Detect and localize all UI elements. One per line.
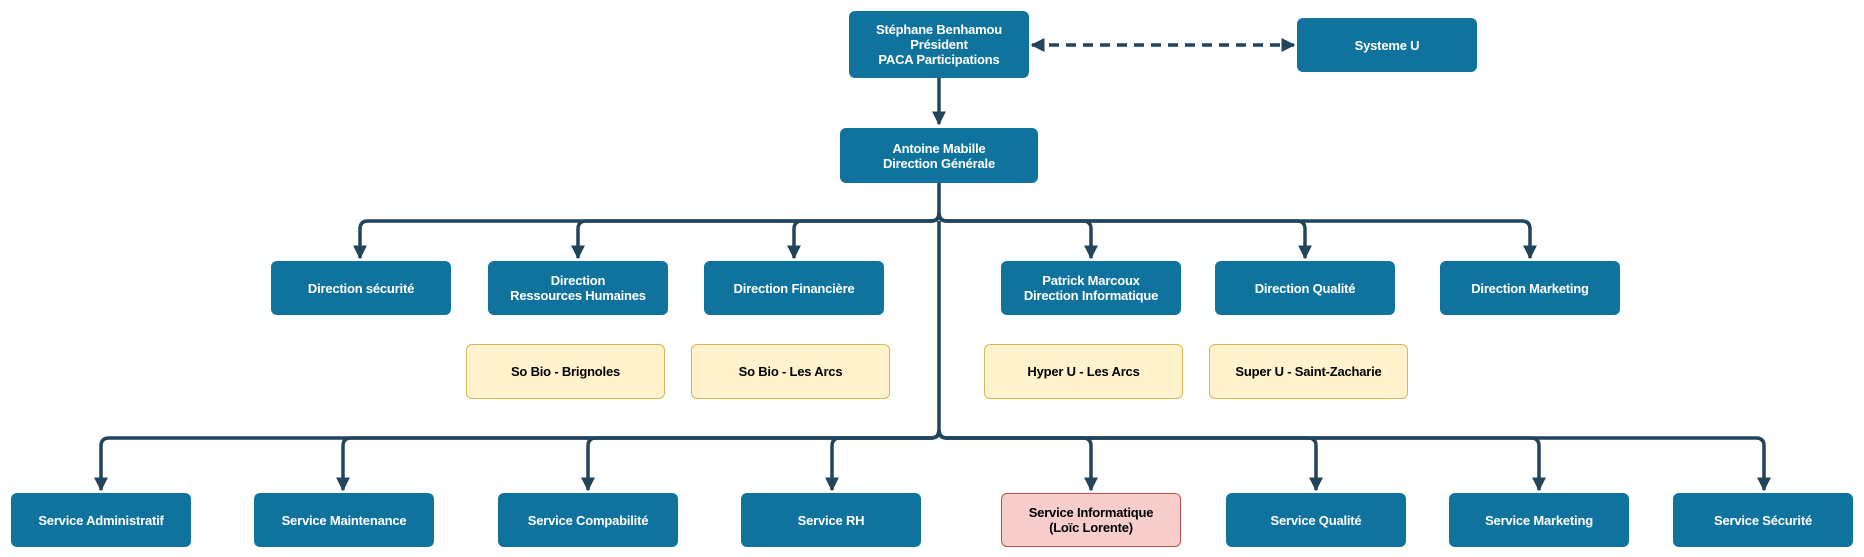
- direction-qualite-label: Direction Qualité: [1254, 280, 1356, 296]
- direction-marketing-label: Direction Marketing: [1471, 280, 1589, 296]
- service-informatique-label: Service Informatique: [1028, 505, 1154, 520]
- store-super-u-saint-zacharie-node[interactable]: Super U - Saint-Zacharie: [1209, 344, 1408, 399]
- service-comptabilite-label: Service Compabilité: [527, 512, 649, 528]
- systeme-u-label: Systeme U: [1354, 37, 1420, 53]
- store-label: Hyper U - Les Arcs: [1027, 364, 1140, 379]
- store-label: So Bio - Brignoles: [510, 364, 621, 379]
- direction-rh-line2: Ressources Humaines: [510, 288, 646, 303]
- president-company: PACA Participations: [878, 52, 1000, 67]
- general-to-direction-financiere: [787, 212, 941, 260]
- store-so-bio-les-arcs-node[interactable]: So Bio - Les Arcs: [691, 344, 890, 399]
- service-marketing-node[interactable]: Service Marketing: [1449, 493, 1629, 547]
- general-to-service-rh: [825, 429, 941, 492]
- systeme-u-node[interactable]: Systeme U: [1297, 18, 1477, 72]
- service-informatique-person: (Loïc Lorente): [1049, 520, 1133, 535]
- direction-rh-node[interactable]: Direction Ressources Humaines: [488, 261, 668, 315]
- service-maintenance-node[interactable]: Service Maintenance: [254, 493, 434, 547]
- general-to-direction-marketing: [937, 212, 1537, 260]
- store-label: So Bio - Les Arcs: [738, 364, 843, 379]
- direction-informatique-node[interactable]: Patrick Marcoux Direction Informatique: [1001, 261, 1181, 315]
- general-direction-name: Antoine Mabille: [892, 140, 986, 156]
- general-direction-node[interactable]: Antoine Mabille Direction Générale: [840, 128, 1038, 183]
- direction-financiere-node[interactable]: Direction Financière: [704, 261, 884, 315]
- direction-securite-label: Direction sécurité: [307, 280, 415, 296]
- direction-informatique-name: Patrick Marcoux: [1042, 273, 1140, 288]
- president-name: Stéphane Benhamou: [876, 22, 1002, 37]
- president-node[interactable]: Stéphane Benhamou Président PACA Partici…: [849, 11, 1029, 78]
- service-comptabilite-node[interactable]: Service Compabilité: [498, 493, 678, 547]
- direction-informatique-title: Direction Informatique: [1023, 288, 1159, 303]
- store-hyper-u-les-arcs-node[interactable]: Hyper U - Les Arcs: [984, 344, 1183, 399]
- direction-qualite-node[interactable]: Direction Qualité: [1215, 261, 1395, 315]
- service-qualite-node[interactable]: Service Qualité: [1226, 493, 1406, 547]
- service-securite-node[interactable]: Service Sécurité: [1673, 493, 1853, 547]
- general-to-service-securite: [937, 429, 1771, 492]
- direction-financiere-label: Direction Financière: [733, 280, 855, 296]
- service-securite-label: Service Sécurité: [1714, 512, 1812, 528]
- president-title: Président: [910, 37, 968, 52]
- service-administratif-node[interactable]: Service Administratif: [11, 493, 191, 547]
- store-so-bio-brignoles-node[interactable]: So Bio - Brignoles: [466, 344, 665, 399]
- service-informatique-node[interactable]: Service Informatique (Loïc Lorente): [1001, 493, 1181, 547]
- general-direction-title: Direction Générale: [883, 155, 995, 171]
- direction-securite-node[interactable]: Direction sécurité: [271, 261, 451, 315]
- service-marketing-label: Service Marketing: [1485, 512, 1593, 528]
- direction-rh-line1: Direction: [550, 273, 606, 288]
- direction-marketing-node[interactable]: Direction Marketing: [1440, 261, 1620, 315]
- service-maintenance-label: Service Maintenance: [281, 512, 407, 528]
- service-rh-label: Service RH: [797, 512, 865, 528]
- service-rh-node[interactable]: Service RH: [741, 493, 921, 547]
- service-administratif-label: Service Administratif: [38, 512, 164, 528]
- service-qualite-label: Service Qualité: [1270, 512, 1362, 528]
- store-label: Super U - Saint-Zacharie: [1235, 364, 1382, 379]
